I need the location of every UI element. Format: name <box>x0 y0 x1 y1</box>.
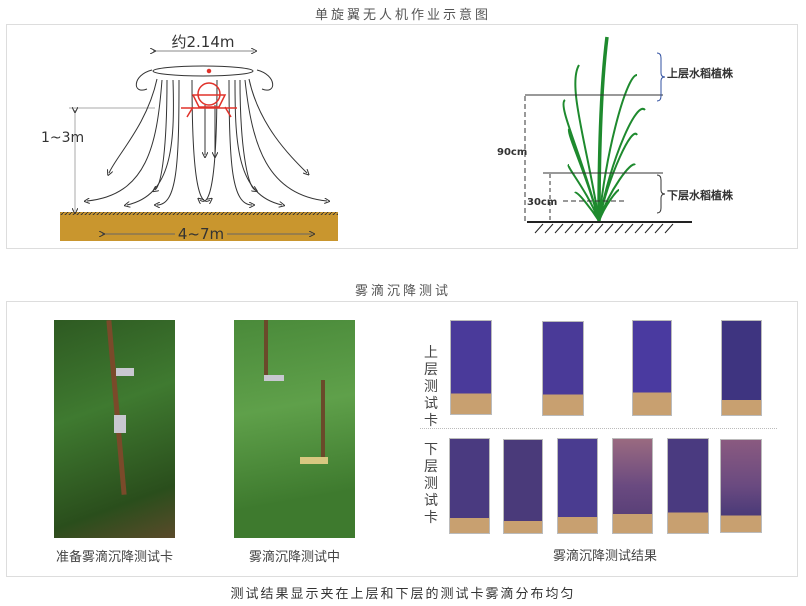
drone-airflow-diagram: 4~7m 约2.14m 1~3m <box>41 33 338 243</box>
height-90-label: 90cm <box>497 147 527 158</box>
bottom-caption: 测试结果显示夹在上层和下层的测试卡雾滴分布均匀 <box>230 587 576 602</box>
upper-test-card <box>632 320 672 416</box>
lower-plant-label: 下层水稻植株 <box>667 188 734 202</box>
lower-test-card <box>449 438 490 534</box>
photo-caption: 准备雾滴沉降测试卡 <box>55 550 173 565</box>
pole <box>106 320 127 495</box>
height-30-label: 30cm <box>527 197 557 208</box>
rotor-disc <box>152 65 254 77</box>
lower-cards-label: 下层测试卡 <box>424 442 438 526</box>
top-title: 单旋翼无人机作业示意图 <box>314 8 491 23</box>
upper-plant-label: 上层水稻植株 <box>667 66 734 80</box>
rice-plant-diagram: 上层水稻植株 下层水稻植株 90cm 30cm <box>497 36 734 234</box>
lower-test-card <box>612 438 653 534</box>
lower-test-card <box>557 438 598 534</box>
lower-test-card <box>503 439 543 534</box>
upper-test-card <box>542 321 584 416</box>
height-label: 1~3m <box>41 130 84 146</box>
drone-icon <box>181 68 237 118</box>
results-caption: 雾滴沉降测试结果 <box>552 549 657 564</box>
divider <box>420 428 777 429</box>
upper-test-card <box>450 320 492 415</box>
lower-test-card <box>667 438 709 534</box>
lower-test-card <box>720 439 762 533</box>
section-title: 雾滴沉降测试 <box>354 284 451 299</box>
photo-caption: 雾滴沉降测试中 <box>248 550 340 565</box>
rotor-width-label: 约2.14m <box>171 33 234 51</box>
ground-width-label: 4~7m <box>178 225 224 243</box>
rice-plant-icon <box>562 36 646 222</box>
upper-test-card <box>721 320 762 416</box>
upper-cards-label: 上层测试卡 <box>424 345 438 429</box>
operation-diagram-panel: 4~7m 约2.14m 1~3m <box>6 24 798 249</box>
photo-preparing-cards <box>54 320 175 538</box>
photo-testing <box>234 320 355 538</box>
